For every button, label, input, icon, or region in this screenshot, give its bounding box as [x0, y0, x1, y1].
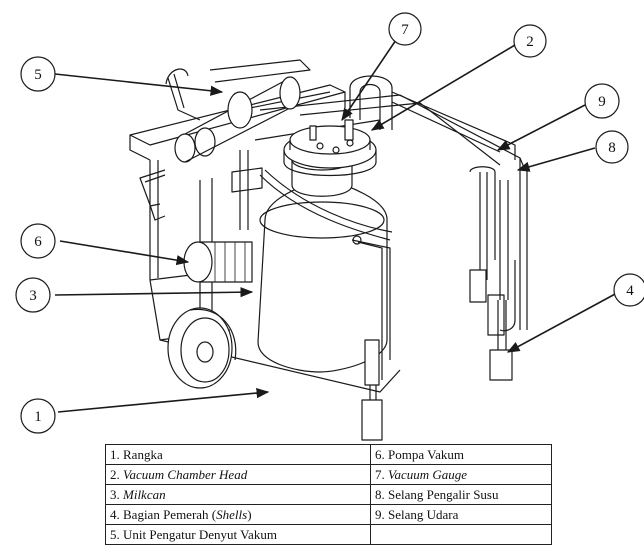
legend-row: 3. Milkcan 8. Selang Pengalir Susu — [105, 484, 552, 505]
parts-legend-table: 1. Rangka 6. Pompa Vakum 2. Vacuum Chamb… — [105, 444, 552, 545]
svg-text:9: 9 — [598, 94, 606, 110]
legend-row: 2. Vacuum Chamber Head 7. Vacuum Gauge — [105, 464, 552, 485]
leader-9 — [496, 104, 586, 151]
legend-cell: 5. Unit Pengatur Denyut Vakum — [105, 524, 371, 545]
svg-text:5: 5 — [34, 67, 42, 83]
callout-2: 2 — [513, 24, 547, 58]
leader-5 — [54, 73, 224, 96]
svg-text:2: 2 — [526, 34, 534, 50]
callouts: 5 7 2 9 8 6 3 4 1 — [15, 12, 644, 434]
milking-machine-diagram: 5 7 2 9 8 6 3 4 1 — [15, 12, 644, 441]
machine-drawing — [129, 59, 528, 441]
legend-cell: 8. Selang Pengalir Susu — [370, 484, 552, 505]
callout-8: 8 — [595, 130, 629, 164]
callout-7: 7 — [388, 12, 422, 46]
legend-cell: 3. Milkcan — [105, 484, 371, 505]
vacuum-pump — [183, 241, 253, 283]
leader-4 — [506, 292, 618, 353]
leader-8 — [516, 147, 596, 172]
svg-text:3: 3 — [29, 288, 37, 304]
svg-text:1: 1 — [34, 409, 42, 425]
leader-3 — [54, 287, 254, 298]
legend-cell: 6. Pompa Vakum — [370, 444, 552, 465]
legend-cell: 4. Bagian Pemerah (Shells) — [105, 504, 371, 525]
crank-handle — [139, 169, 166, 221]
air-hose — [259, 169, 393, 241]
leader-lines — [54, 36, 618, 413]
legend-cell: 9. Selang Udara — [370, 504, 552, 525]
legend-row: 5. Unit Pengatur Denyut Vakum — [105, 524, 552, 545]
leader-1 — [57, 387, 270, 413]
legend-cell — [370, 524, 552, 545]
legend-row: 4. Bagian Pemerah (Shells) 9. Selang Uda… — [105, 504, 552, 525]
svg-text:6: 6 — [34, 234, 42, 250]
svg-text:8: 8 — [608, 140, 616, 156]
leader-6 — [59, 240, 190, 266]
callout-6: 6 — [20, 223, 56, 259]
legend-cell: 2. Vacuum Chamber Head — [105, 464, 371, 485]
callout-3: 3 — [15, 277, 51, 313]
shells-front — [351, 235, 391, 441]
pulsator-unit — [165, 68, 301, 163]
callout-5: 5 — [20, 56, 56, 92]
callout-9: 9 — [584, 83, 620, 119]
shells-right — [469, 166, 516, 381]
svg-text:7: 7 — [401, 22, 409, 38]
wheels — [167, 307, 237, 389]
callout-4: 4 — [613, 273, 644, 307]
legend-row: 1. Rangka 6. Pompa Vakum — [105, 444, 552, 465]
leader-7 — [341, 36, 399, 122]
legend-cell: 1. Rangka — [105, 444, 371, 465]
legend-cell: 7. Vacuum Gauge — [370, 464, 552, 485]
callout-1: 1 — [20, 398, 56, 434]
svg-text:4: 4 — [626, 283, 634, 299]
leader-2 — [370, 44, 516, 131]
milkcan — [257, 119, 388, 373]
